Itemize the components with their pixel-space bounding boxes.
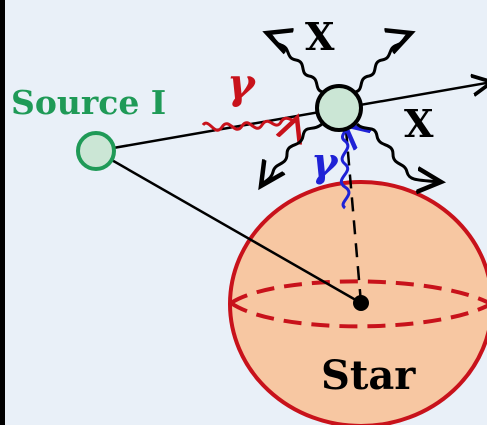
star-equator-back: [229, 279, 487, 305]
gamma-star-wavy-photon: [339, 125, 349, 210]
x-product-arrow-down-left: [261, 122, 323, 186]
source-label: Source I: [11, 83, 166, 122]
gamma-gamma-interaction-diagram: Source I γ γ X X Star: [11, 14, 487, 425]
source-circle: [76, 131, 116, 171]
star-center-dot: [353, 295, 369, 311]
x-product-arrow-up-left: [267, 33, 324, 94]
source-to-star-line: [95, 149, 362, 305]
gamma-incoming-wavy-photon: [201, 118, 297, 130]
x-right-label: X: [404, 101, 434, 146]
interaction-point-circle: [315, 84, 363, 132]
star-equator-front: [229, 301, 487, 329]
x-top-label: X: [305, 14, 335, 59]
star-label: Star: [321, 352, 416, 399]
x-products: [261, 33, 441, 186]
gamma-incoming-label: γ: [227, 59, 257, 108]
star-to-interaction-dashed-line: [343, 117, 363, 304]
gamma-star-label: γ: [311, 139, 339, 186]
x-product-arrow-down-right: [355, 122, 441, 182]
x-product-arrow-up-right: [354, 33, 411, 94]
